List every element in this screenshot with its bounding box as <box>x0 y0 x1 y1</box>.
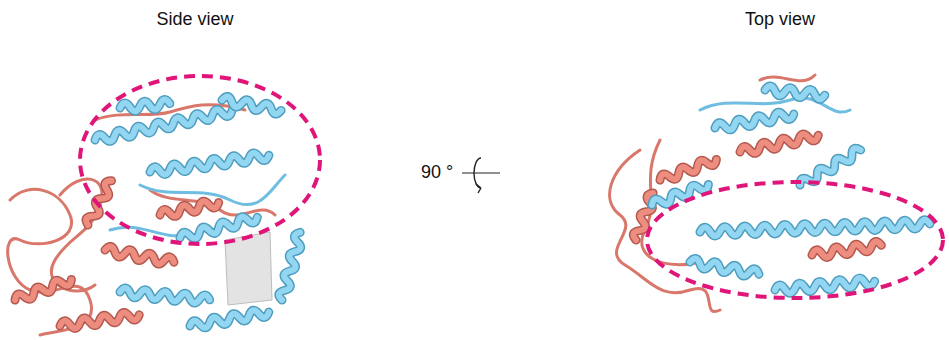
salmon-loop <box>51 179 102 291</box>
blue-loop <box>110 227 185 236</box>
salmon-helix <box>739 131 819 156</box>
helix-fill <box>700 219 930 236</box>
side-view-structure <box>8 76 320 335</box>
helix-outline <box>221 96 282 115</box>
helix-fill <box>189 308 269 331</box>
dashed-highlight <box>80 76 320 244</box>
helix-outline <box>94 106 233 144</box>
rotation-axis <box>462 172 500 173</box>
salmon-helix <box>84 179 115 227</box>
blue-helix <box>775 277 875 295</box>
helix-outline <box>120 288 210 305</box>
helix-fill <box>221 96 282 115</box>
helix-fill <box>159 198 220 219</box>
helix-outline <box>149 151 269 177</box>
helix-outline <box>658 155 717 184</box>
helix-fill <box>94 106 233 144</box>
helix-fill <box>13 275 72 304</box>
helix-fill <box>120 288 210 305</box>
helix-outline <box>700 219 930 236</box>
top-view-structure <box>610 75 943 312</box>
helix-fill <box>775 277 875 295</box>
helix-outline <box>811 241 882 260</box>
blue-loop <box>140 175 285 205</box>
helix-fill <box>650 180 709 209</box>
helix-fill <box>120 99 171 112</box>
salmon-helix <box>13 275 72 304</box>
blue-helix <box>120 288 210 305</box>
view-title: Side view <box>156 9 233 31</box>
helix-fill <box>149 151 269 177</box>
helix-fill <box>658 155 717 184</box>
rotation-arc <box>474 158 481 188</box>
blue-helix <box>149 151 269 177</box>
salmon-helix <box>159 198 220 219</box>
blue-helix <box>765 86 826 100</box>
helix-fill <box>104 246 174 267</box>
helix-outline <box>650 180 709 209</box>
blue-helix <box>714 110 794 133</box>
helix-fill <box>811 241 882 260</box>
helix-outline <box>765 86 826 100</box>
helix-outline <box>739 131 819 156</box>
helix-outline <box>159 198 220 219</box>
salmon-helix <box>811 241 882 260</box>
helix-outline <box>714 110 794 133</box>
blue-helix <box>94 106 233 144</box>
salmon-loop <box>8 189 92 335</box>
helix-fill <box>689 258 759 279</box>
salmon-loop <box>760 75 815 81</box>
helix-fill <box>84 179 115 227</box>
blue-helix <box>221 96 282 115</box>
salmon-helix <box>658 155 717 184</box>
helix-fill <box>59 310 139 330</box>
salmon-helix <box>104 246 174 267</box>
blue-helix <box>278 231 305 301</box>
helix-outline <box>775 277 875 295</box>
helix-outline <box>13 275 72 304</box>
blue-helix <box>689 258 759 279</box>
helix-outline <box>84 179 115 227</box>
dashed-highlight <box>647 182 943 298</box>
rotation-arrowhead <box>476 184 481 193</box>
helix-fill <box>765 86 826 100</box>
helix-outline <box>59 310 139 330</box>
blue-helix <box>650 180 709 209</box>
rotation-angle: 90 ° <box>421 162 453 184</box>
helix-fill <box>739 131 819 156</box>
helix-outline <box>278 231 305 301</box>
helix-fill <box>714 110 794 133</box>
helix-outline <box>104 246 174 267</box>
view-title: Top view <box>745 9 815 31</box>
rotation-symbol <box>462 158 500 193</box>
blue-helix <box>189 308 269 331</box>
blue-helix <box>120 99 171 112</box>
helix-outline <box>689 258 759 279</box>
salmon-helix <box>59 310 139 330</box>
helix-outline <box>120 99 171 112</box>
blue-helix <box>700 219 930 236</box>
helix-fill <box>278 231 305 301</box>
helix-outline <box>189 308 269 331</box>
